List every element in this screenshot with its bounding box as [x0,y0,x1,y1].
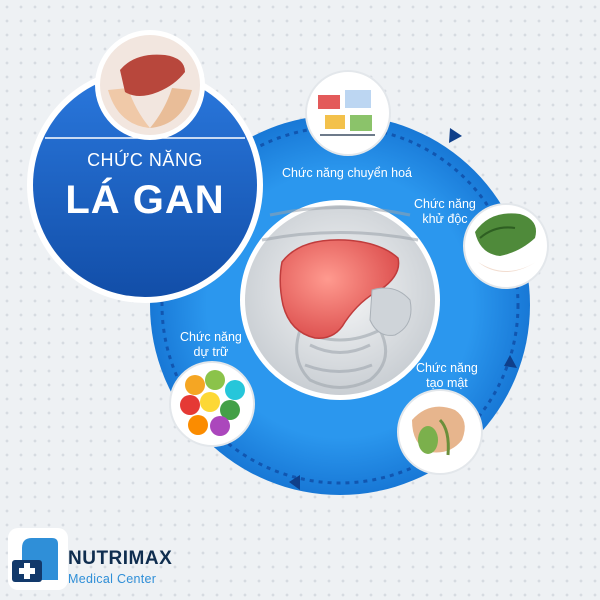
logo-text: NUTRIMAX Medical Center [68,548,172,586]
nutrimax-logo-icon [8,528,68,590]
metabolism-image-border [305,70,391,156]
vitamins-image [180,370,245,436]
title-line-2: LÁ GAN [65,178,225,222]
function-label-detox: Chức năng khử độc [414,197,476,227]
hand-right-shape [150,88,192,128]
function-label-storage: Chức năng dự trữ [180,330,242,360]
function-label-text: dự trữ [193,345,229,359]
detox-image [475,213,536,272]
function-label-bile: Chức năng tạo mật [416,361,478,391]
cycle-arrow-icon [289,475,300,490]
logo-name: NUTRIMAX [68,548,173,569]
title-circle [33,73,257,297]
liver-shape [279,239,400,339]
function-label-text: tạo mật [426,376,468,390]
bile-image [412,406,465,456]
hand-left-shape [108,88,150,128]
torso-outline [261,206,419,389]
function-label-text: Chức năng [180,330,242,344]
function-label-text: Chức năng [414,197,476,211]
function-label-metabolism: Chức năng chuyển hoá [282,166,412,181]
logo-subtitle: Medical Center [68,572,157,586]
cycle-arrow-icon [504,355,517,368]
function-label-text: Chức năng chuyển hoá [282,166,412,180]
function-label-text: Chức năng [416,361,478,375]
stomach-shape [369,287,412,336]
function-label-text: khử độc [422,212,468,226]
metabolism-image [318,90,375,136]
title-line-1: CHỨC NĂNG [87,150,203,170]
mini-liver-shape [120,54,185,96]
cycle-arrow-icon [449,128,462,143]
